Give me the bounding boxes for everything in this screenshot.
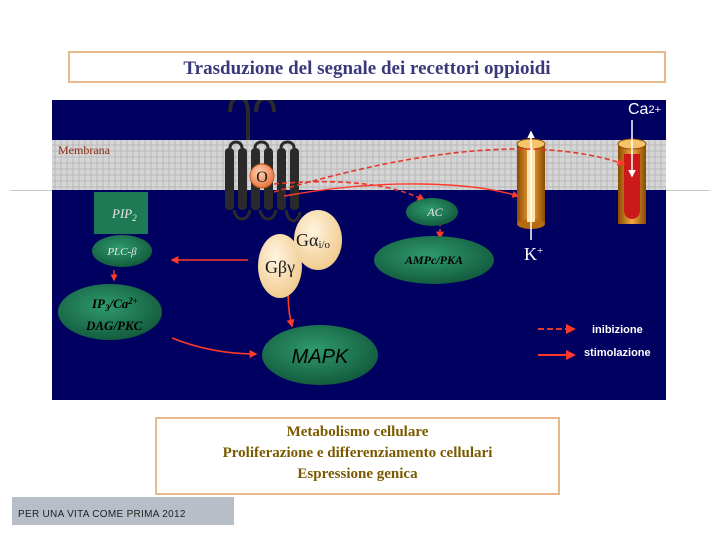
g-beta-gamma-label: Gβγ [265, 257, 295, 277]
outcome-line-2: Proliferazione e differenziamento cellul… [222, 445, 493, 461]
mapk-node [262, 325, 378, 385]
potassium-channel [516, 130, 546, 240]
title-box: Trasduzione del segnale dei recettori op… [68, 51, 666, 83]
decorative-line-left [10, 190, 52, 191]
mapk-label: MAPK [292, 346, 350, 368]
slide-title: Trasduzione del segnale dei recettori op… [183, 58, 551, 79]
stimulation-arrow-ip3-to-mapk [171, 337, 258, 358]
g-beta-gamma-node [258, 234, 302, 298]
signal-diagram: Membrana O K+ Ca2+ P [52, 100, 666, 385]
membrane-label: Membrana [58, 143, 111, 157]
potassium-label: K+ [524, 244, 543, 264]
opioid-receptor [225, 100, 302, 223]
footer-bar: PER UNA VITA COME PRIMA 2012 [12, 497, 234, 525]
footer-text: PER UNA VITA COME PRIMA 2012 [18, 509, 186, 520]
calcium-channel [617, 120, 647, 224]
g-alpha-label: Gαi/o [296, 230, 331, 251]
inhibition-arrow-to-ac [273, 180, 426, 201]
outcome-box: Metabolismo cellulare Proliferazione e d… [155, 417, 560, 495]
opioid-ligand: O [249, 163, 275, 189]
g-alpha-node [294, 210, 342, 270]
opioid-label: O [256, 169, 268, 186]
calcium-label: Ca2+ [628, 101, 661, 118]
ip3-label: IP3/Ca2+ [91, 296, 138, 313]
inhibition-arrow-to-calcium [273, 148, 626, 193]
dag-label: DAG/PKC [85, 318, 143, 333]
plc-node [92, 235, 152, 267]
ac-node [406, 198, 458, 226]
decorative-line-right [666, 190, 710, 191]
amp-node [374, 236, 494, 284]
outcome-line-1: Metabolismo cellulare [286, 424, 429, 440]
stimulation-arrow-to-potassium [283, 183, 520, 198]
pip2-node [94, 192, 148, 234]
outcome-line-3: Espressione genica [297, 466, 418, 482]
ac-label: AC [426, 205, 443, 219]
pip2-label: PIP2 [111, 206, 137, 223]
signal-diagram-panel: Membrana O K+ Ca2+ P [52, 100, 666, 400]
plc-label: PLC-β [106, 246, 137, 258]
amp-label: AMPc/PKA [404, 253, 463, 267]
ip3-node [58, 284, 162, 340]
legend-inhibition-label: inibizione [592, 324, 643, 336]
membrane [52, 140, 666, 190]
legend-stimulation-label: stimolazione [584, 347, 651, 359]
